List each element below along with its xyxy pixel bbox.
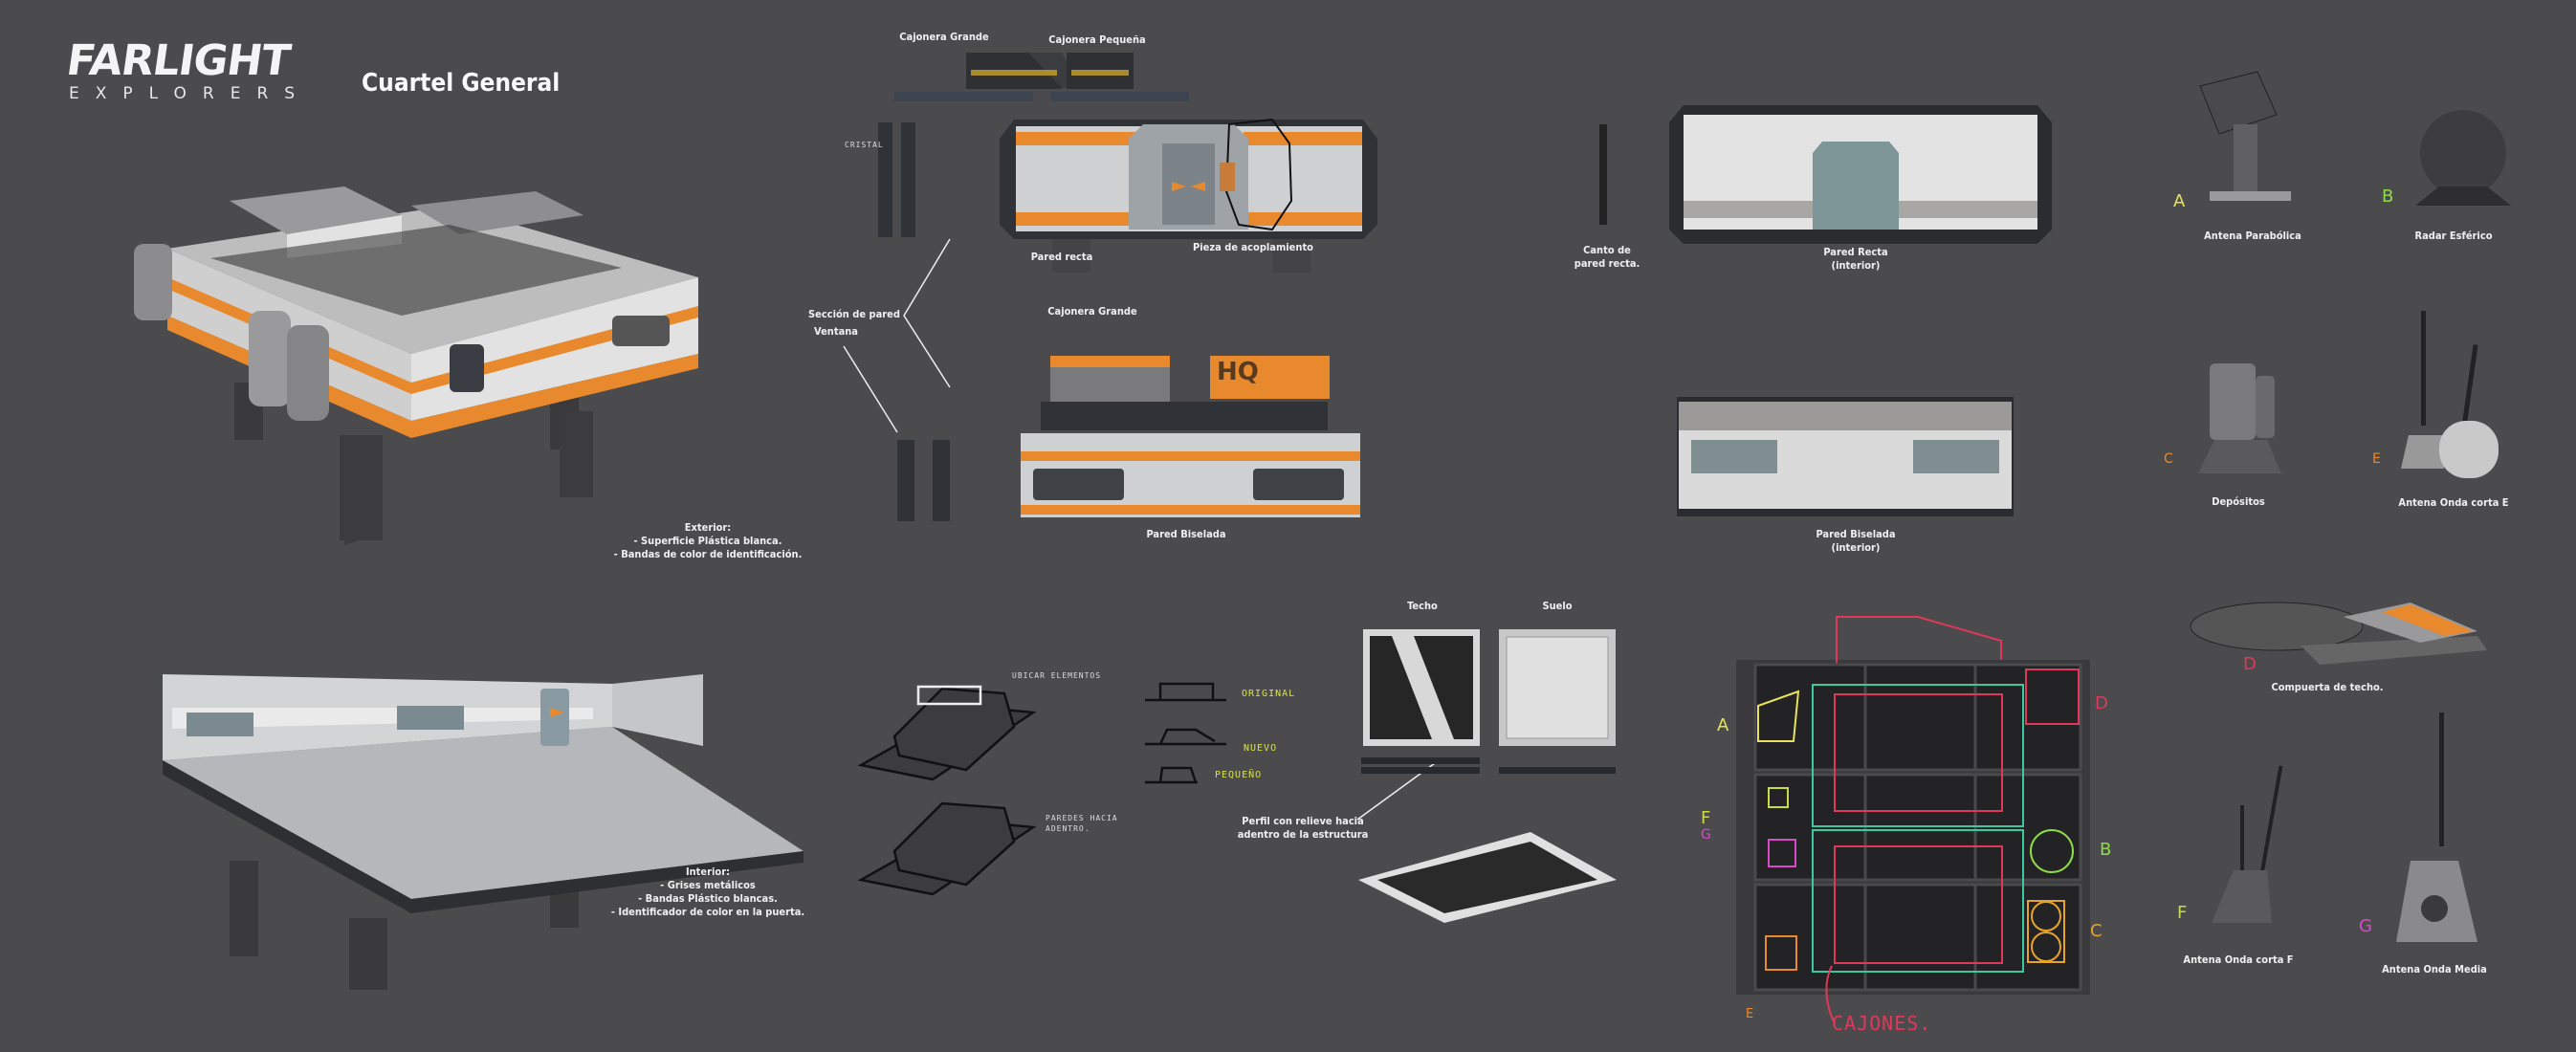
prop-antena-parabolica <box>2199 71 2291 201</box>
prop-letter-e: E <box>2372 451 2381 467</box>
prop-letter-c: C <box>2164 451 2173 467</box>
prop-label-antena-onda-media: Antena Onda Media <box>2382 963 2487 975</box>
label-pared-biselada-interior: Pared Biselada (interior) <box>1816 528 1895 555</box>
prop-radar-esferico <box>2415 110 2511 206</box>
techo-tile-iso <box>1358 832 1617 923</box>
farlight-logo: FARLIGHT <box>63 36 293 85</box>
prop-antena-onda-corta-f <box>2212 765 2283 923</box>
interior-line: - Grises metálicos <box>660 879 756 891</box>
label-pared-biselada: Pared Biselada <box>1146 528 1226 540</box>
exterior-line: - Bandas de color de identificación. <box>613 548 803 560</box>
prop-antena-onda-corta-e <box>2401 311 2499 478</box>
label-line: Pared Recta <box>1823 246 1888 258</box>
prop-antena-onda-media <box>2396 712 2477 942</box>
pared-recta-render <box>878 120 1377 273</box>
label-pared-recta-interior: Pared Recta (interior) <box>1823 246 1887 273</box>
plan-label-f: F <box>1701 808 1711 828</box>
interior-heading: Interior: <box>685 866 731 878</box>
label-cajonera-pequena: Cajonera Pequeña <box>1048 33 1146 46</box>
prop-letter-a: A <box>2173 191 2186 211</box>
pared-biselada-interior-render <box>1677 397 2014 516</box>
label-cajonera-grande-2: Cajonera Grande <box>1047 305 1137 318</box>
plan-label-b: B <box>2100 840 2112 860</box>
interior-room-render <box>163 674 804 990</box>
label-line: (interior) <box>1831 541 1881 554</box>
label-line: Perfil con relieve hacia <box>1242 815 1364 827</box>
label-line: Canto de <box>1583 244 1631 256</box>
label-pieza-acoplamiento: Pieza de acoplamiento <box>1193 241 1313 253</box>
note-paredes: PAREDES HACIA ADENTRO. <box>1046 813 1118 834</box>
note-line: PAREDES HACIA <box>1046 814 1118 822</box>
label-perfil: Perfil con relieve hacia adentro de la e… <box>1238 815 1369 842</box>
label-cristal: CRISTAL <box>845 141 884 149</box>
explorers-logo-subtitle: EXPLORERS <box>69 84 312 103</box>
techo-tile <box>1361 629 1480 774</box>
prop-letter-b: B <box>2382 186 2394 207</box>
exterior-line: - Superficie Plástica blanca. <box>633 535 782 547</box>
note-ubicar: UBICAR ELEMENTOS <box>1012 671 1102 680</box>
interior-notes: Interior: - Grises metálicos - Bandas Pl… <box>611 866 804 919</box>
label-cajonera-grande: Cajonera Grande <box>899 31 989 43</box>
label-seccion-pared: Sección de pared <box>808 308 900 320</box>
prop-letter-f: F <box>2177 903 2188 923</box>
prop-letter-g: G <box>2359 916 2372 936</box>
floor-plan-map <box>1736 616 2090 1024</box>
pared-biselada-render <box>897 356 1360 521</box>
exterior-hq-render <box>134 186 698 545</box>
plan-label-e: E <box>1746 1007 1754 1021</box>
hq-sign: HQ <box>1217 358 1259 386</box>
note-original: ORIGINAL <box>1242 689 1296 699</box>
prop-label-compuerta-techo: Compuerta de techo. <box>2271 681 2384 693</box>
prop-letter-d: D <box>2243 654 2257 674</box>
note-pequeno: PEQUEÑO <box>1215 770 1263 780</box>
roof-hatch-sketches <box>857 685 1037 896</box>
pieza-acoplamiento-sketch <box>1220 118 1293 231</box>
label-suelo: Suelo <box>1542 600 1573 612</box>
cajoneras-top <box>894 53 1189 101</box>
profile-sketches <box>1145 682 1226 784</box>
page-title: Cuartel General <box>362 69 561 98</box>
interior-line: - Bandas Plástico blancas. <box>638 892 778 905</box>
interior-line: - Identificador de color en la puerta. <box>610 906 805 918</box>
exterior-notes: Exterior: - Superficie Plástica blanca. … <box>614 521 803 561</box>
canto-pared-bar <box>1599 124 1607 225</box>
prop-label-radar-esferico: Radar Esférico <box>2414 230 2493 242</box>
label-techo: Techo <box>1407 600 1438 612</box>
plan-label-g: G <box>1701 827 1711 843</box>
prop-label-depositos: Depósitos <box>2212 495 2265 508</box>
label-line: Pared Biselada <box>1816 528 1896 540</box>
plan-label-cajones: CAJONES. <box>1832 1012 1932 1035</box>
plan-label-a: A <box>1717 715 1729 735</box>
note-nuevo: NUEVO <box>1244 743 1278 754</box>
prop-label-antena-parabolica: Antena Parabólica <box>2204 230 2301 242</box>
prop-label-antena-onda-corta-f: Antena Onda corta F <box>2183 953 2294 966</box>
pared-recta-interior-render <box>1669 105 2052 244</box>
prop-depositos <box>2198 363 2281 473</box>
label-line: pared recta. <box>1574 257 1640 270</box>
label-line: adentro de la estructura <box>1237 828 1369 841</box>
prop-label-antena-onda-corta-e: Antena Onda corta E <box>2398 496 2509 509</box>
label-canto-pared: Canto de pared recta. <box>1574 244 1640 271</box>
exterior-heading: Exterior: <box>684 521 732 534</box>
label-line: (interior) <box>1831 259 1881 272</box>
plan-label-d: D <box>2095 693 2108 713</box>
label-pared-recta: Pared recta <box>1030 251 1093 263</box>
suelo-tile <box>1499 629 1616 774</box>
prop-compuerta-techo <box>2190 602 2487 665</box>
label-ventana: Ventana <box>814 325 858 338</box>
note-line: ADENTRO. <box>1046 824 1090 833</box>
plan-label-c: C <box>2090 921 2103 941</box>
